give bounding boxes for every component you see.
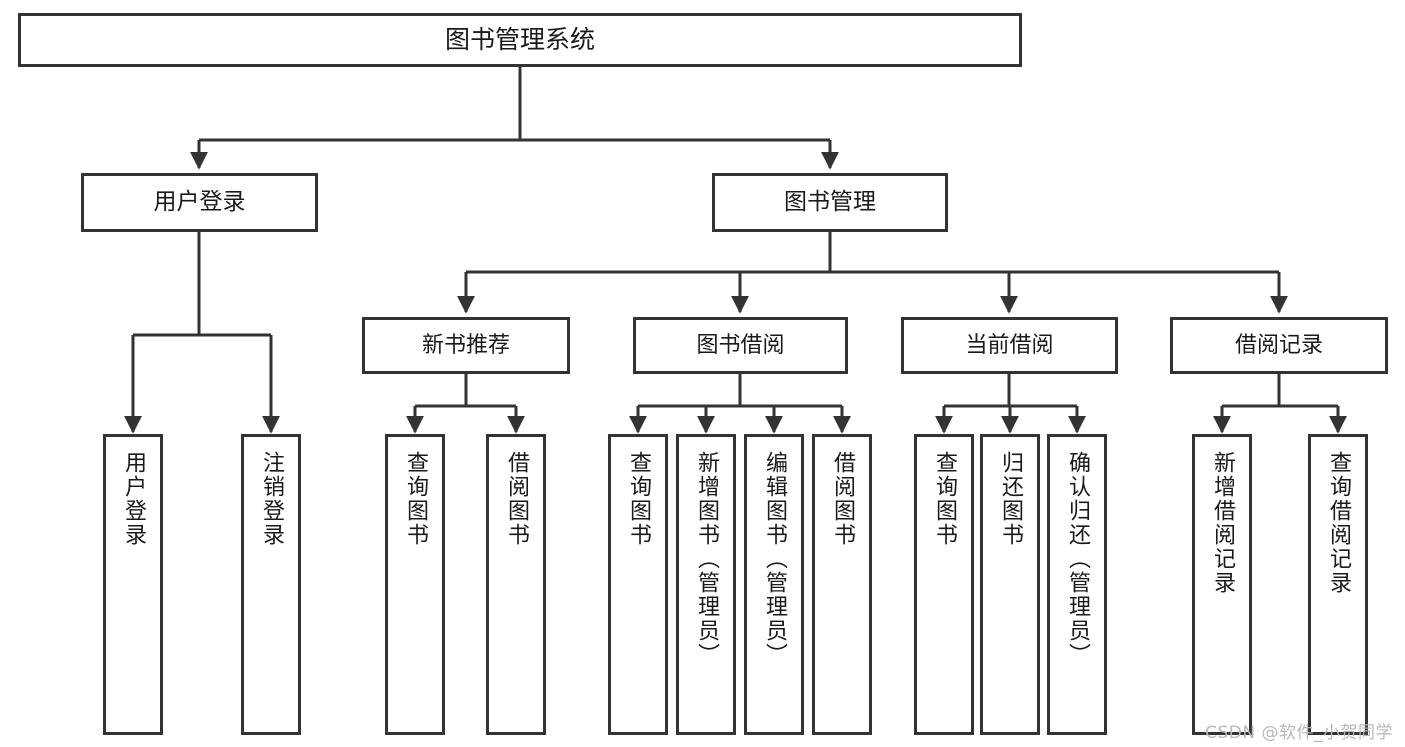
node-leaf-return-book-label: 归还图书 [998,451,1023,547]
node-root[interactable]: 图书管理系统 [18,13,1022,67]
node-leaf-edit-book-label: 编辑图书（管理员） [762,451,787,667]
node-leaf-query-book-3-label: 查询图书 [932,451,957,547]
node-leaf-borrow-book-2-label: 借阅图书 [830,451,855,547]
node-leaf-query-book-2[interactable]: 查询图书 [608,434,668,735]
node-book-borrow[interactable]: 图书借阅 [633,317,848,374]
node-borrow-record[interactable]: 借阅记录 [1170,317,1388,374]
node-user-login[interactable]: 用户登录 [81,173,318,232]
node-root-label: 图书管理系统 [444,24,595,54]
node-current-borrow-label: 当前借阅 [965,332,1054,358]
node-leaf-edit-book[interactable]: 编辑图书（管理员） [744,434,804,735]
node-leaf-add-record[interactable]: 新增借阅记录 [1192,434,1252,735]
node-leaf-add-record-label: 新增借阅记录 [1210,451,1235,595]
node-current-borrow[interactable]: 当前借阅 [901,317,1118,374]
node-leaf-query-book-1-label: 查询图书 [403,451,428,547]
node-leaf-borrow-book-2[interactable]: 借阅图书 [812,434,872,735]
node-leaf-query-book-2-label: 查询图书 [626,451,651,547]
node-leaf-add-book-label: 新增图书（管理员） [694,451,719,667]
node-leaf-query-book-3[interactable]: 查询图书 [914,434,974,735]
node-leaf-query-book-1[interactable]: 查询图书 [385,434,445,735]
node-book-manage-label: 图书管理 [784,189,876,216]
node-new-book-rec-label: 新书推荐 [421,332,510,358]
node-book-borrow-label: 图书借阅 [696,332,785,358]
node-leaf-confirm-return[interactable]: 确认归还（管理员） [1047,434,1107,735]
node-leaf-query-record[interactable]: 查询借阅记录 [1308,434,1368,735]
node-leaf-logout[interactable]: 注销登录 [241,434,301,735]
node-book-manage[interactable]: 图书管理 [712,173,948,232]
node-leaf-confirm-return-label: 确认归还（管理员） [1065,451,1090,667]
node-leaf-user-login-label: 用户登录 [121,451,146,547]
node-leaf-add-book[interactable]: 新增图书（管理员） [676,434,736,735]
watermark: CSDN @软件_小贺同学 [1205,723,1393,743]
node-leaf-logout-label: 注销登录 [259,451,284,547]
node-leaf-borrow-book-1-label: 借阅图书 [504,451,529,547]
node-new-book-rec[interactable]: 新书推荐 [362,317,570,374]
node-borrow-record-label: 借阅记录 [1234,332,1323,358]
node-leaf-borrow-book-1[interactable]: 借阅图书 [486,434,546,735]
node-leaf-query-record-label: 查询借阅记录 [1326,451,1351,595]
node-leaf-return-book[interactable]: 归还图书 [980,434,1040,735]
node-leaf-user-login[interactable]: 用户登录 [103,434,163,735]
node-user-login-label: 用户登录 [153,189,246,216]
